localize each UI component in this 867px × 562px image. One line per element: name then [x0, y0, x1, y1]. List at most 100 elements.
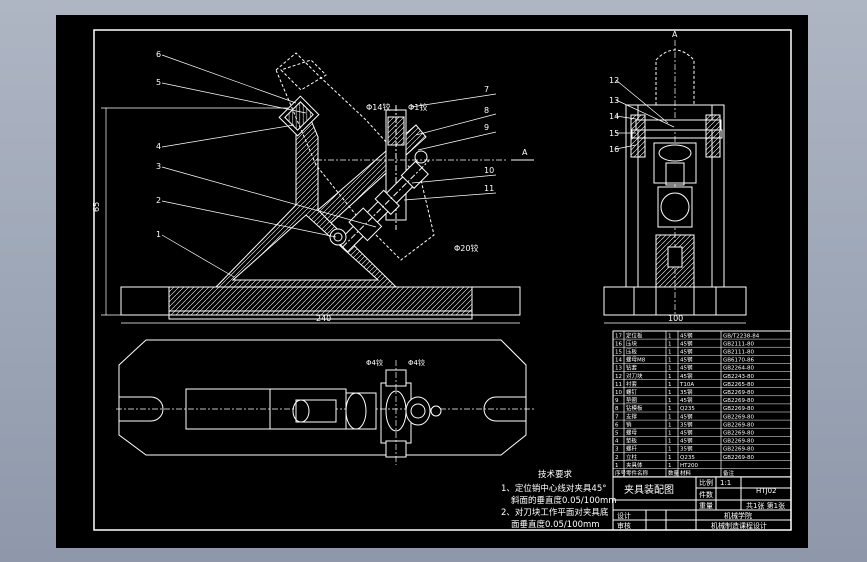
dim-label: 100 [668, 314, 683, 323]
bom-cell: 5 [615, 431, 619, 437]
tech-req-line: 2、对刀块工作平面对夹具底 [501, 507, 609, 518]
bom-cell: 夹具体 [626, 461, 643, 469]
bom-cell: 衬套 [626, 380, 638, 388]
bom-cell: 16 [615, 341, 622, 347]
bom-cell: HT200 [680, 463, 698, 469]
bom-cell: 45钢 [680, 348, 693, 356]
tech-req-line: 斜面的垂直度0.05/100mm [511, 495, 617, 506]
bom-cell: 1 [668, 366, 672, 372]
bom-cell: Q235 [680, 455, 695, 461]
bom-cell: 1 [668, 333, 672, 339]
bom-cell: GB2269-80 [723, 398, 755, 404]
bom-cell: 1 [668, 439, 672, 445]
bom-cell: 螺杆 [626, 445, 638, 453]
bom-cell: 45钢 [680, 356, 693, 364]
bom-cell: GB2111-80 [723, 350, 755, 356]
bom-cell: 3 [615, 447, 619, 453]
bom-cell: 1 [668, 390, 672, 396]
bom-cell: 4 [615, 439, 619, 445]
leader-label: 3 [156, 162, 161, 171]
bom-cell: 1 [668, 374, 672, 380]
bom-cell: 序号 [615, 469, 627, 477]
bom-cell: 1 [668, 414, 672, 420]
leader-label: 16 [609, 145, 619, 154]
title-cell: 重量 [699, 502, 713, 510]
bom-cell: GB/T2238-84 [723, 333, 760, 339]
leader-label: 1 [156, 230, 161, 239]
bom-cell: 35钢 [680, 388, 693, 396]
title-cell: 机械制造课程设计 [711, 521, 767, 530]
leader-label: 11 [484, 184, 494, 193]
bom-cell: 1 [668, 341, 672, 347]
leader-label: 2 [156, 196, 161, 205]
bom-cell: 12 [615, 374, 622, 380]
bom-cell: GB2269-80 [723, 406, 755, 412]
dim-label: 240 [316, 314, 331, 323]
leader-label: 8 [484, 106, 489, 115]
dim-label: Φ14铰 [366, 102, 390, 112]
bom-cell: 螺母M8 [626, 356, 646, 364]
bom-cell: 8 [615, 406, 619, 412]
bom-cell: 钻模板 [626, 404, 643, 412]
title-cell: 1:1 [720, 479, 731, 487]
bom-cell: Q235 [680, 406, 695, 412]
bom-cell: 9 [615, 398, 619, 404]
title-cell: 机械学院 [724, 511, 752, 520]
bom-cell: 1 [668, 455, 672, 461]
bom-cell: GB2269-80 [723, 439, 755, 445]
bom-cell: 1 [668, 431, 672, 437]
tech-req-line: 1、定位销中心线对夹具45° [501, 483, 606, 494]
arrow-label: A [522, 148, 528, 157]
bom-cell: 1 [668, 358, 672, 364]
bom-cell: 1 [668, 382, 672, 388]
bom-cell: 10 [615, 390, 622, 396]
bom-cell: 1 [615, 463, 619, 469]
dim-label: Φ20铰 [454, 243, 478, 253]
bom-cell: 立柱 [626, 453, 638, 461]
dim-label: Φ4铰 [366, 358, 383, 367]
bom-cell: GB2265-80 [723, 382, 755, 388]
side-view [603, 40, 747, 324]
section-label: A [672, 30, 678, 39]
bom-cell: 45钢 [680, 437, 693, 445]
bom-cell: 45钢 [680, 396, 693, 404]
bom-cell: 1 [668, 406, 672, 412]
title-text: 夹具装配图 [624, 483, 674, 496]
bom-cell: T10A [679, 382, 694, 388]
leader-label: 7 [484, 85, 489, 94]
bom-cell: GB2269-80 [723, 390, 755, 396]
bom-cell: 螺钉 [626, 388, 638, 396]
front-view [101, 52, 521, 324]
drawing-sheet: 6 5 4 3 2 1 7 8 9 10 11 Φ14铰 Φ1铰 Φ20铰 65… [56, 15, 808, 548]
title-cell: 共1张 第1张 [746, 501, 785, 510]
bom-cell: 15 [615, 350, 622, 356]
leader-label: 15 [609, 129, 619, 138]
title-block [612, 476, 792, 531]
leader-label: 4 [156, 142, 161, 151]
title-cell: 比例 [699, 478, 713, 487]
leader-label: 5 [156, 78, 161, 87]
bom-cell: 零件名称 [626, 469, 649, 477]
bom-cell: 35钢 [680, 420, 693, 428]
bom-cell: 1 [668, 447, 672, 453]
plan-outline [118, 339, 527, 456]
bom-cell: GB2264-80 [723, 366, 755, 372]
leader-label: 9 [484, 123, 489, 132]
title-cell: 设计 [617, 511, 631, 520]
bom-cell: GB2243-80 [723, 374, 755, 380]
bom-cell: 销 [626, 420, 632, 428]
bom-cell: 压块 [626, 339, 638, 347]
dim-label: 65 [92, 202, 101, 212]
bom-cell: 45钢 [680, 331, 693, 339]
bom-cell: 45钢 [680, 339, 693, 347]
bom-cell: 45钢 [680, 412, 693, 420]
bom-cell: 材料 [680, 469, 692, 477]
bom-cell: 11 [615, 382, 622, 388]
bom-cell: 7 [615, 414, 619, 420]
bom-cell: 45钢 [680, 364, 693, 372]
bom-cell: 垫圈 [626, 396, 638, 404]
bom-cell: GB2269-80 [723, 431, 755, 437]
bom-cell: 45钢 [680, 372, 693, 380]
bom-cell: 14 [615, 358, 622, 364]
